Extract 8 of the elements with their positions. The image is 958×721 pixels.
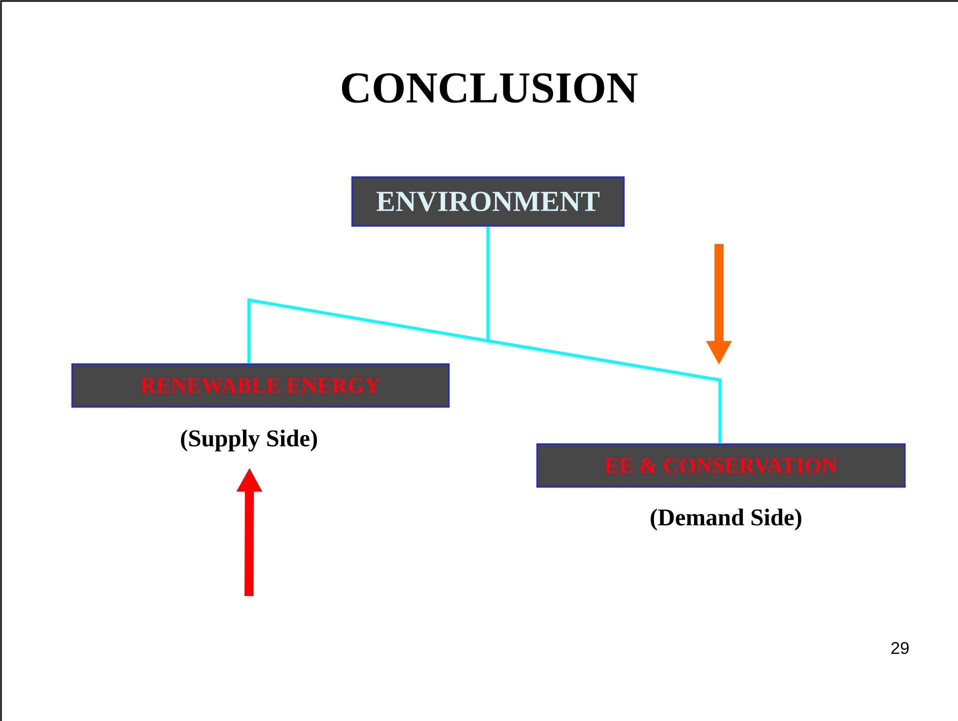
- side-label: (Demand Side): [650, 508, 802, 530]
- label-box: EE & CONSERVATION: [536, 443, 906, 488]
- label-box: ENVIRONMENT: [351, 176, 625, 227]
- connector-line: [486, 226, 722, 444]
- page-number: 29: [891, 642, 909, 654]
- side-label: (Supply Side): [181, 430, 317, 452]
- title: CONCLUSION: [342, 73, 638, 103]
- label-box: RENEWABLE ENERGY: [71, 363, 450, 408]
